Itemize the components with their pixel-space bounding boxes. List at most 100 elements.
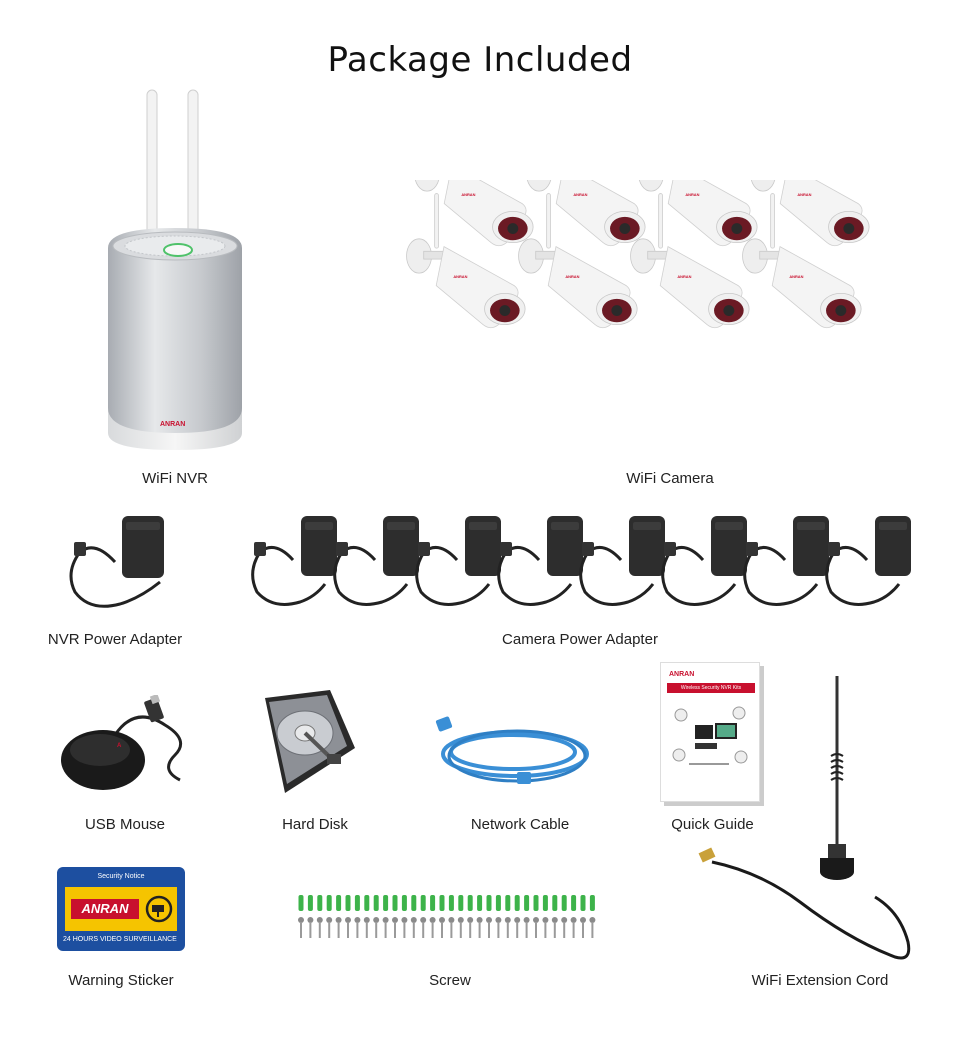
svg-text:ANRAN: ANRAN xyxy=(677,274,691,279)
screw-head xyxy=(542,917,549,923)
screw-head xyxy=(467,917,474,923)
wall-anchor xyxy=(477,895,483,911)
camera-adapter-group xyxy=(245,512,925,617)
screw-label: Screw xyxy=(429,972,471,989)
screw-shaft xyxy=(544,922,547,938)
screw-head xyxy=(486,917,492,923)
screw-shaft xyxy=(591,922,594,938)
screw-head xyxy=(410,917,417,923)
screw-shaft xyxy=(328,922,331,938)
screw-head xyxy=(401,917,408,923)
camera-adapter-unit xyxy=(251,516,337,606)
sticker-header: Security Notice xyxy=(97,873,145,880)
screw-shaft xyxy=(450,922,453,938)
screw-shaft xyxy=(563,922,566,938)
wall-anchor xyxy=(317,895,323,911)
wall-anchor xyxy=(354,895,360,911)
screw-shaft xyxy=(365,922,368,938)
wall-anchor xyxy=(533,895,539,911)
cable-image xyxy=(435,712,595,792)
screw-shaft xyxy=(582,922,584,938)
camera-unit: ANRAN xyxy=(414,180,534,247)
screw-shaft xyxy=(412,922,415,938)
screw-shaft xyxy=(535,922,537,938)
camera-unit: ANRAN xyxy=(518,193,638,329)
wall-anchor xyxy=(486,895,492,911)
camera-unit: ANRAN xyxy=(742,193,862,329)
svg-text:ANRAN: ANRAN xyxy=(160,421,185,428)
screw-shaft xyxy=(488,922,490,938)
camera-adapter-unit xyxy=(661,516,747,606)
screw-shaft xyxy=(459,922,462,938)
wall-anchor xyxy=(448,895,454,911)
wall-anchor xyxy=(439,895,445,911)
screw-shaft xyxy=(356,922,359,938)
screw-head xyxy=(551,917,558,923)
screw-head xyxy=(561,917,568,923)
guide-heading: Wireless Security NVR Kits xyxy=(667,683,755,693)
wall-anchor xyxy=(580,895,586,911)
screw-shaft xyxy=(375,922,378,938)
screw-head xyxy=(392,917,398,923)
screw-shaft xyxy=(347,922,349,938)
screw-shaft xyxy=(469,922,472,938)
screw-head xyxy=(298,917,304,923)
nvr-adapter-image xyxy=(60,512,180,617)
camera-unit: ANRAN xyxy=(406,193,526,329)
sticker-image: Security Notice ANRAN 24 HOURS VIDEO SUR… xyxy=(57,867,185,951)
wall-anchor xyxy=(495,895,501,911)
screw-shaft xyxy=(441,922,443,938)
screw-head xyxy=(504,917,511,923)
screw-head xyxy=(523,917,530,923)
camera-adapter-unit xyxy=(825,516,911,606)
camera-adapter-label: Camera Power Adapter xyxy=(502,631,658,648)
screw-shaft xyxy=(403,922,406,938)
svg-text:ANRAN: ANRAN xyxy=(685,192,699,197)
camera-label: WiFi Camera xyxy=(626,470,714,487)
wall-anchor xyxy=(411,895,417,911)
wall-anchor xyxy=(561,895,567,911)
screw-head xyxy=(382,917,389,923)
screw-head xyxy=(335,917,342,923)
cable-label: Network Cable xyxy=(470,816,570,833)
svg-text:ANRAN: ANRAN xyxy=(789,274,803,279)
guide-label: Quick Guide xyxy=(671,816,754,833)
wall-anchor xyxy=(420,895,426,911)
screw-shaft xyxy=(553,922,556,938)
hdd-image xyxy=(255,688,365,798)
screw-head xyxy=(533,917,539,923)
screw-head xyxy=(457,917,464,923)
svg-text:ANRAN: ANRAN xyxy=(453,274,467,279)
wall-anchor xyxy=(524,895,530,911)
wall-anchor xyxy=(307,895,313,911)
screw-shaft xyxy=(478,922,481,938)
screw-head xyxy=(316,917,323,923)
screw-head xyxy=(363,917,370,923)
wall-anchor xyxy=(373,895,379,911)
screw-head xyxy=(429,917,436,923)
sticker-brand: ANRAN xyxy=(71,899,139,919)
wall-anchor xyxy=(401,895,407,911)
extension-label: WiFi Extension Cord xyxy=(751,972,889,989)
camera-unit: ANRAN xyxy=(638,180,758,247)
nvr-label: WiFi NVR xyxy=(142,470,208,487)
sticker-footer: 24 HOURS VIDEO SURVEILLANCE xyxy=(63,936,177,943)
svg-text:ANRAN: ANRAN xyxy=(565,274,579,279)
screw-group xyxy=(295,893,605,943)
screw-shaft xyxy=(394,922,396,938)
camera-adapter-unit xyxy=(579,516,665,606)
wall-anchor xyxy=(364,895,370,911)
screw-shaft xyxy=(431,922,434,938)
screw-shaft xyxy=(300,922,302,938)
screw-shaft xyxy=(516,922,519,938)
camera-adapter-unit xyxy=(497,516,583,606)
screw-head xyxy=(580,917,586,923)
camera-unit: ANRAN xyxy=(526,180,646,247)
svg-text:ANRAN: ANRAN xyxy=(461,192,475,197)
wall-anchor xyxy=(505,895,511,911)
sticker-label: Warning Sticker xyxy=(68,972,174,989)
screw-head xyxy=(439,917,445,923)
svg-text:ANRAN: ANRAN xyxy=(573,192,587,197)
screw-shaft xyxy=(497,922,500,938)
